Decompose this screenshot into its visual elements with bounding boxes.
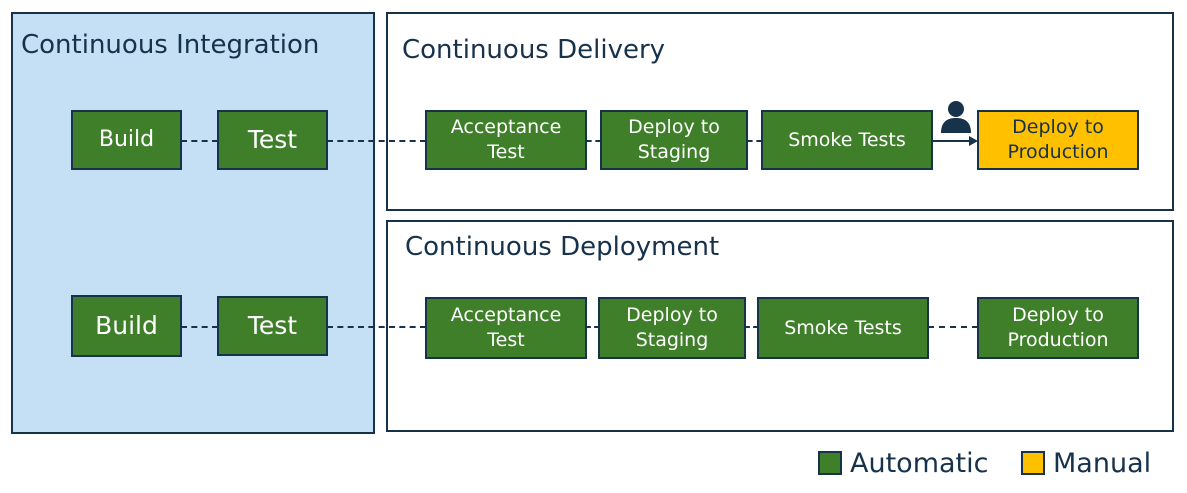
smoke-tests-step: Smoke Tests bbox=[757, 297, 929, 359]
deploy-to-production-manual-step: Deploy to Production bbox=[977, 110, 1139, 170]
continuous-integration-title: Continuous Integration bbox=[21, 30, 320, 60]
connector-test-acceptance-2 bbox=[327, 326, 426, 328]
legend-automatic-swatch bbox=[818, 451, 842, 475]
connector-acceptance-staging-2 bbox=[586, 326, 599, 328]
build-step: Build bbox=[71, 110, 182, 170]
build-step: Build bbox=[71, 295, 182, 357]
legend-manual-swatch bbox=[1021, 451, 1045, 475]
connector-acceptance-staging-1 bbox=[586, 140, 601, 142]
arrowhead-icon bbox=[969, 136, 978, 146]
deploy-to-production-step: Deploy to Production bbox=[977, 297, 1139, 359]
smoke-tests-step: Smoke Tests bbox=[761, 110, 933, 170]
continuous-delivery-title: Continuous Delivery bbox=[402, 35, 666, 65]
connector-staging-smoke-1 bbox=[747, 140, 762, 142]
connector-smoke-production-1 bbox=[932, 140, 970, 142]
test-step: Test bbox=[217, 296, 328, 356]
deploy-to-staging-step: Deploy to Staging bbox=[600, 110, 748, 170]
acceptance-test-step: Acceptance Test bbox=[425, 110, 587, 170]
connector-build-test-2 bbox=[181, 326, 218, 328]
person-icon bbox=[941, 101, 971, 133]
test-step: Test bbox=[217, 110, 328, 170]
continuous-integration-panel bbox=[11, 12, 375, 434]
connector-build-test-1 bbox=[181, 140, 218, 142]
deploy-to-staging-step: Deploy to Staging bbox=[598, 297, 746, 359]
legend-automatic: Automatic bbox=[818, 446, 988, 480]
legend-manual-label: Manual bbox=[1053, 447, 1152, 479]
continuous-deployment-title: Continuous Deployment bbox=[405, 232, 720, 262]
legend-automatic-label: Automatic bbox=[850, 447, 989, 479]
connector-test-acceptance-1 bbox=[327, 140, 426, 142]
connector-smoke-production-2 bbox=[928, 326, 978, 328]
legend-manual: Manual bbox=[1021, 446, 1151, 480]
connector-staging-smoke-2 bbox=[745, 326, 758, 328]
acceptance-test-step: Acceptance Test bbox=[425, 297, 587, 359]
